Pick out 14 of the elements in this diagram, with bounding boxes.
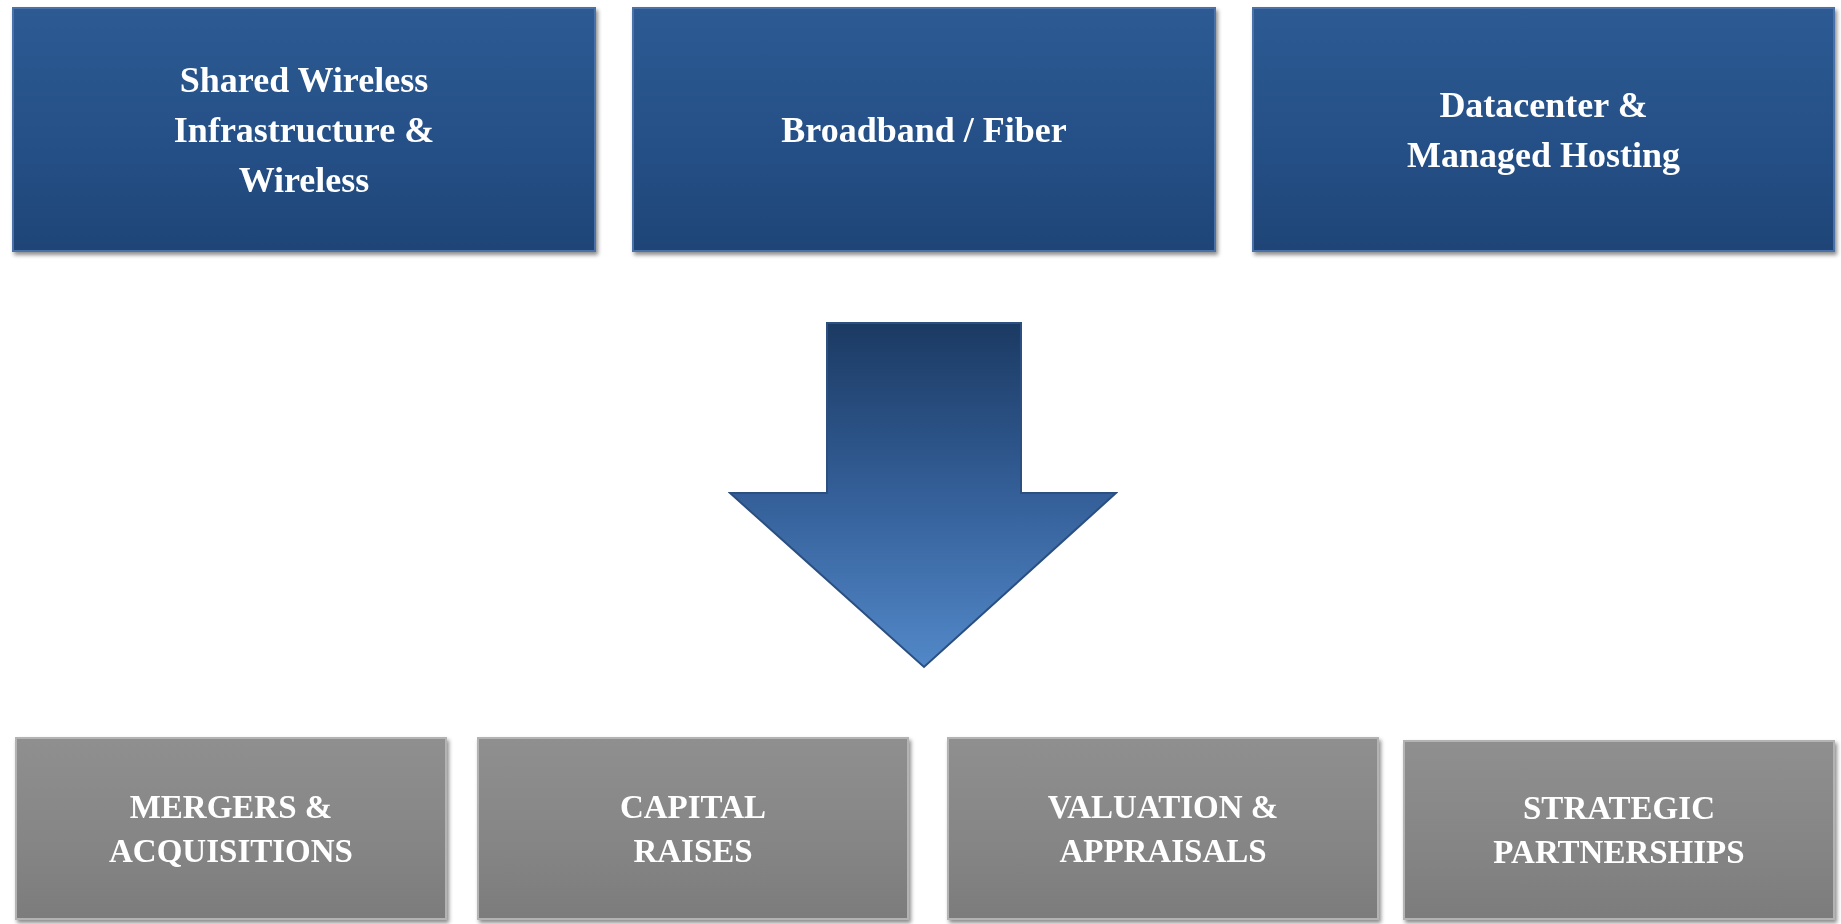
sector-box bbox=[12, 7, 596, 252]
sector-box bbox=[1252, 7, 1835, 252]
box-label: VALUATION & APPRAISALS bbox=[1046, 787, 1280, 871]
box-label: MERGERS & ACQUISITIONS bbox=[108, 787, 354, 871]
service-box bbox=[15, 737, 447, 920]
service-box bbox=[1403, 740, 1835, 920]
box-label: Shared Wireless Infrastructure & Wireless bbox=[172, 58, 436, 202]
box-label: Datacenter & Managed Hosting bbox=[1406, 83, 1681, 177]
box-label: CAPITAL RAISES bbox=[618, 787, 768, 871]
box-label: Broadband / Fiber bbox=[781, 108, 1067, 152]
sector-box bbox=[632, 7, 1216, 252]
service-box bbox=[477, 737, 909, 920]
service-box bbox=[947, 737, 1379, 920]
box-label: STRATEGIC PARTNERSHIPS bbox=[1492, 789, 1746, 872]
